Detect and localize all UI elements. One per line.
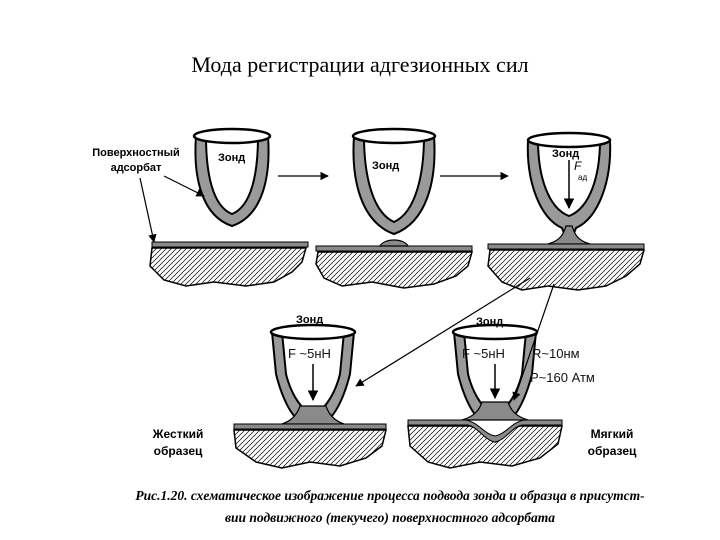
adsorbate-layer bbox=[315, 245, 473, 252]
hard-sample-line1: Жесткий bbox=[152, 427, 204, 441]
probe-label: Зонд bbox=[296, 314, 324, 326]
adsorbate-pointer bbox=[139, 177, 157, 243]
figure-caption-line1: Рис.1.20. схематическое изображение проц… bbox=[135, 488, 645, 503]
force-subscript: ад bbox=[578, 173, 587, 182]
probe-rim bbox=[526, 131, 612, 149]
force-label: F bbox=[574, 159, 582, 173]
figure-caption-line2: вии подвижного (текучего) поверхностного… bbox=[224, 510, 556, 525]
probe-label: Зонд bbox=[218, 152, 246, 164]
probe-label: Зонд bbox=[552, 148, 580, 160]
meniscus bbox=[379, 239, 409, 247]
meniscus bbox=[461, 401, 529, 421]
probe-rim bbox=[351, 127, 437, 145]
probe-rim bbox=[269, 323, 357, 341]
probe-label: Зонд bbox=[372, 160, 400, 172]
adsorbate-layer bbox=[487, 243, 645, 250]
slide-title: Мода регистрации адгезионных сил bbox=[191, 52, 529, 77]
branch-arrow bbox=[512, 283, 555, 401]
adsorbate-layer bbox=[407, 419, 563, 443]
panel-contact bbox=[315, 127, 473, 289]
probe-label: Зонд bbox=[476, 316, 504, 328]
hard-sample-line2: образец bbox=[153, 444, 203, 458]
radius-readout: R~10нм bbox=[532, 346, 580, 361]
adsorbate-label: Поверхностный адсорбат bbox=[86, 146, 186, 176]
probe-rim bbox=[192, 127, 272, 145]
adsorbate-layer bbox=[151, 241, 309, 248]
probe-cup bbox=[526, 139, 612, 239]
probe-cup bbox=[352, 135, 436, 236]
branch-arrow bbox=[355, 277, 531, 387]
panel-approach bbox=[149, 127, 309, 287]
panel-soft-sample bbox=[407, 323, 563, 469]
meniscus bbox=[547, 225, 591, 245]
probe-cup bbox=[194, 135, 270, 228]
sample-body bbox=[149, 247, 307, 287]
sample-body bbox=[315, 251, 473, 289]
adsorbate-pointer bbox=[163, 175, 205, 197]
adsorbate-layer bbox=[233, 423, 387, 430]
meniscus bbox=[281, 405, 345, 425]
adsorbate-label-line1: Поверхностный bbox=[92, 147, 180, 159]
sample-body bbox=[233, 429, 387, 469]
sample-body bbox=[487, 249, 645, 291]
soft-sample-line2: образец bbox=[587, 444, 637, 458]
soft-sample-line1: Мягкий bbox=[590, 427, 634, 441]
soft-force-readout: F ~5нН bbox=[462, 346, 505, 361]
panel-hard-sample bbox=[233, 323, 387, 469]
soft-sample-label: Мягкий образец bbox=[572, 426, 652, 460]
hard-sample-label: Жесткий образец bbox=[138, 426, 218, 460]
hard-force-readout: F ~5нН bbox=[288, 346, 331, 361]
pressure-readout: P~160 Атм bbox=[530, 370, 595, 385]
adsorbate-label-line2: адсорбат bbox=[110, 162, 162, 174]
